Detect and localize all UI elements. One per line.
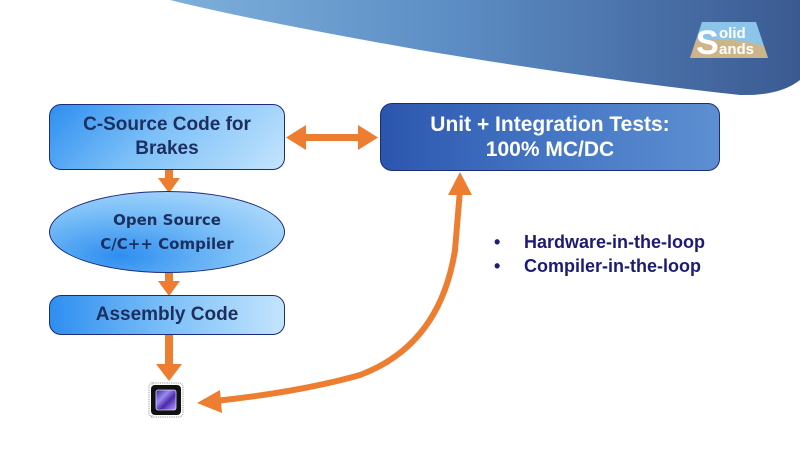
loop-bullet-list: • Hardware-in-the-loop • Compiler-in-the… [494,230,705,278]
source-code-label-line2: Brakes [135,138,199,159]
source-code-box: C-Source Code for Brakes [49,104,285,170]
tests-label-line1: Unit + Integration Tests: [430,113,670,136]
double-arrow-source-tests [286,125,378,150]
tests-label-line2: 100% MC/DC [485,138,615,161]
arrow-compiler-to-assembly [158,273,180,296]
bullet-text: Compiler-in-the-loop [524,256,701,276]
compiler-label-line1: Open Source [113,211,221,229]
bullet-marker: • [494,232,501,252]
tests-box: Unit + Integration Tests: 100% MC/DC [380,103,720,171]
bullet-text: Hardware-in-the-loop [524,232,706,252]
logo-line2: ands [719,41,754,58]
bullet-item: • Hardware-in-the-loop [494,230,705,254]
bullet-item: • Compiler-in-the-loop [494,254,705,278]
header-banner [170,0,800,96]
arrow-assembly-to-processor [156,335,182,381]
arrow-source-to-compiler [158,170,180,193]
assembly-code-label: Assembly Code [95,304,239,325]
processor-chip-icon [148,382,184,418]
source-code-label-line1: C-Source Code for [83,114,251,135]
bullet-marker: • [494,256,501,276]
assembly-code-box: Assembly Code [49,295,285,335]
logo-line1: olid [719,25,746,42]
compiler-label-line2: C/C++ Compiler [100,235,234,253]
compiler-ellipse: Open Source C/C++ Compiler [49,191,285,273]
solid-sands-logo: S olid ands [690,22,768,60]
logo-letter: S [696,24,719,60]
